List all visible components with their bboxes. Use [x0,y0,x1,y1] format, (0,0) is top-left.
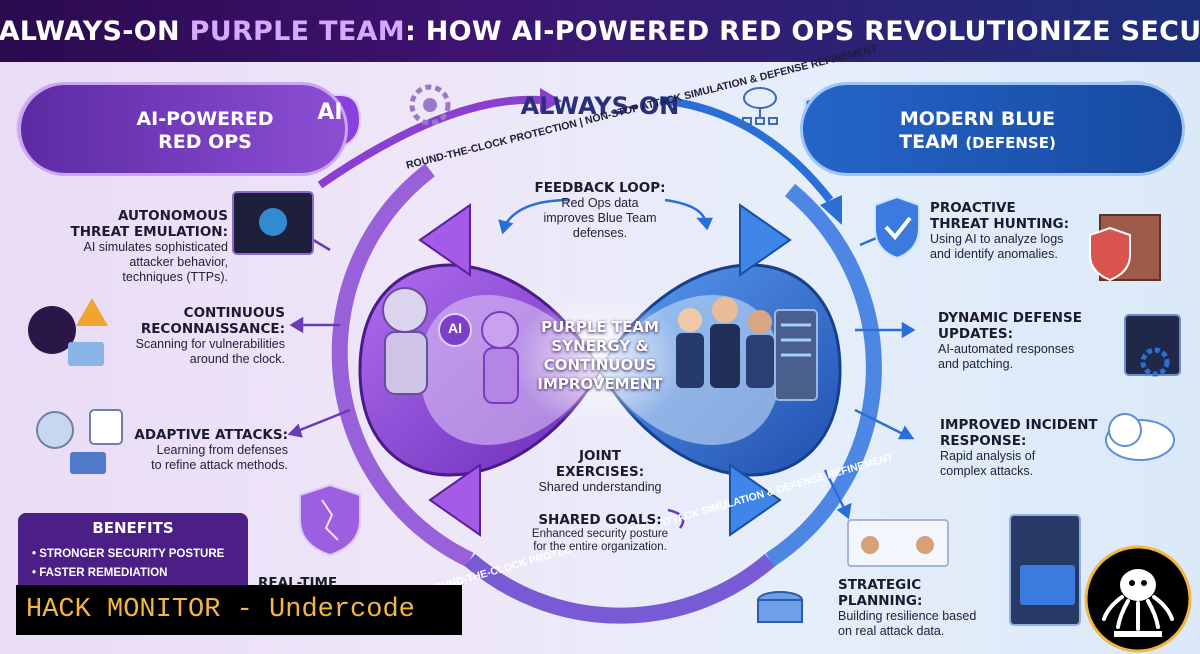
always-on-label: ALWAYS-ON [520,92,680,120]
title-bar: THE ALWAYS-ON PURPLE TEAM: HOW AI-POWERE… [0,0,1200,62]
threat-hunting-desc2: and identify anomalies. [930,247,1058,261]
right-item-threat-hunting: PROACTIVE THREAT HUNTING: Using AI to an… [930,200,1100,262]
reconnaissance-heading1: CONTINUOUS [183,305,285,321]
page-title: THE ALWAYS-ON PURPLE TEAM: HOW AI-POWERE… [0,16,1200,47]
benefit-item: STRONGER SECURITY POSTURE [32,545,248,564]
strategic-planning-desc2: on real attack data. [838,624,945,638]
joint-desc: Shared understanding [538,480,662,494]
right-item-dynamic-defense: DYNAMIC DEFENSE UPDATES: AI-automated re… [938,310,1108,372]
ai-brain-icon: AI [300,100,360,125]
reconnaissance-heading2: RECONNAISSANCE: [140,321,285,337]
left-item-threat-emulation: AUTONOMOUS THREAT EMULATION: AI simulate… [30,208,228,285]
threat-hunting-heading1: PROACTIVE [930,200,1016,216]
incident-response-heading1: IMPROVED INCIDENT [940,417,1098,433]
incident-response-desc1: Rapid analysis of [940,449,1036,463]
center-line3: CONTINUOUS [543,356,657,374]
title-part1: THE ALWAYS-ON [0,15,180,47]
red-ops-title: AI-POWERED RED OPS [135,108,275,154]
dynamic-defense-heading1: DYNAMIC DEFENSE [938,310,1082,326]
benefit-item: FASTER REMEDIATION [32,564,248,583]
blue-team-title-line2: TEAM [899,131,959,153]
center-line1: PURPLE TEAM [541,318,659,336]
watermark-banner: HACK MONITOR - Undercode [16,585,462,635]
blue-team-title-line1: MODERN BLUE [899,108,1056,130]
adaptive-attacks-desc2: to refine attack methods. [151,458,288,472]
threat-hunting-desc1: Using AI to analyze logs [930,232,1064,246]
feedback-desc1: Red Ops data [561,196,639,210]
adaptive-attacks-heading: ADAPTIVE ATTACKS: [134,427,288,443]
joint-exercises: JOINT EXERCISES: Shared understanding [525,448,675,495]
threat-emulation-desc3: techniques (TTPs). [122,270,228,284]
red-ops-header [18,82,348,176]
threat-emulation-desc2: attacker behavior, [129,255,228,269]
red-ops-title-line2: RED OPS [158,131,252,153]
center-line4: IMPROVEMENT [537,375,663,393]
blue-team-people [676,297,818,401]
shared-goals-desc2: for the entire organization. [533,541,667,553]
ai-brain-label: AI [317,100,343,125]
threat-hunting-heading2: THREAT HUNTING: [930,216,1070,232]
incident-response-desc2: complex attacks. [940,464,1034,478]
center-synergy-label: PURPLE TEAM SYNERGY & CONTINUOUS IMPROVE… [530,318,670,394]
dynamic-defense-heading2: UPDATES: [938,326,1014,342]
shared-goals: SHARED GOALS: Enhanced security posture … [515,512,685,554]
watermark-text: HACK MONITOR - Undercode [26,595,415,625]
benefits-title: BENEFITS [92,519,174,537]
right-item-incident-response: IMPROVED INCIDENT RESPONSE: Rapid analys… [940,417,1100,479]
feedback-desc3: defenses. [572,226,628,240]
blue-team-title: MODERN BLUE TEAM (DEFENSE) [870,108,1085,155]
outer-ring [317,88,882,624]
left-icons [28,191,361,557]
threat-emulation-heading2: THREAT EMULATION: [70,224,228,240]
octopus-logo-icon [1084,545,1192,653]
joint-heading2: EXERCISES: [555,464,645,480]
dynamic-defense-desc2: and patching. [938,357,1014,371]
left-item-reconnaissance: CONTINUOUS RECONNAISSANCE: Scanning for … [100,305,285,367]
red-ops-title-line1: AI-POWERED [136,108,274,130]
diagram-graphics [16,80,1181,626]
strategic-planning-desc1: Building resilience based [838,609,977,623]
strategic-planning-heading: STRATEGIC PLANNING: [838,577,923,609]
left-item-adaptive-attacks: ADAPTIVE ATTACKS: Learning from defenses… [120,427,288,473]
title-part2: : HOW AI-POWERED RED OPS REVOLUTIONIZE S… [404,15,1200,47]
right-icons [757,195,1181,626]
adaptive-attacks-desc1: Learning from defenses [156,443,288,457]
reconnaissance-desc2: around the clock. [189,352,285,366]
incident-response-heading2: RESPONSE: [940,433,1027,449]
center-ai-badge: AI [448,320,462,336]
feedback-loop: FEEDBACK LOOP: Red Ops data improves Blu… [520,180,680,241]
threat-emulation-desc1: AI simulates sophisticated [83,240,228,254]
feedback-desc2: improves Blue Team [543,211,657,225]
dynamic-defense-desc1: AI-automated responses [938,342,1075,356]
blue-team-title-suffix: (DEFENSE) [965,134,1056,152]
shared-goals-heading: SHARED GOALS: [538,512,662,528]
benefits-box: BENEFITS STRONGER SECURITY POSTURE FASTE… [18,513,248,623]
robot-figures [382,287,519,404]
joint-heading1: JOINT [578,448,622,464]
center-line2: SYNERGY & [551,337,649,355]
shared-goals-desc1: Enhanced security posture [531,528,669,540]
threat-emulation-heading1: AUTONOMOUS [117,208,228,224]
right-item-strategic-planning: STRATEGIC PLANNING: Building resilience … [838,577,1008,639]
reconnaissance-desc1: Scanning for vulnerabilities [135,337,285,351]
title-highlight: PURPLE TEAM [189,15,405,47]
feedback-heading: FEEDBACK LOOP: [534,180,666,196]
blue-team-header [800,82,1185,176]
benefits-list: STRONGER SECURITY POSTURE FASTER REMEDIA… [18,545,248,583]
